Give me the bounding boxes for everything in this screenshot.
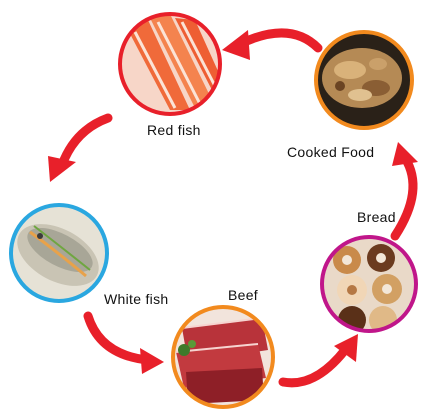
node-white-fish (7, 205, 109, 301)
arrowhead-beef (140, 348, 164, 374)
label-bread: Bread (357, 209, 396, 225)
node-cooked-food (314, 30, 414, 130)
label-cooked-food: Cooked Food (287, 144, 374, 160)
node-red-fish (118, 12, 222, 116)
label-beef: Beef (228, 287, 258, 303)
arrow-bread-to-cooked (395, 158, 413, 236)
arrow-whitefish-to-beef (88, 316, 148, 360)
arrowhead-redfish (222, 30, 250, 60)
arrow-cooked-to-redfish (240, 33, 318, 48)
node-beef (171, 305, 275, 409)
arrowhead-cooked (392, 142, 418, 166)
label-white-fish: White fish (104, 291, 168, 307)
node-bread (320, 235, 420, 335)
arrowhead-whitefish (48, 156, 76, 182)
arrow-beef-to-bread (283, 350, 345, 383)
arrow-redfish-to-whitefish (62, 118, 108, 165)
label-red-fish: Red fish (147, 122, 201, 138)
